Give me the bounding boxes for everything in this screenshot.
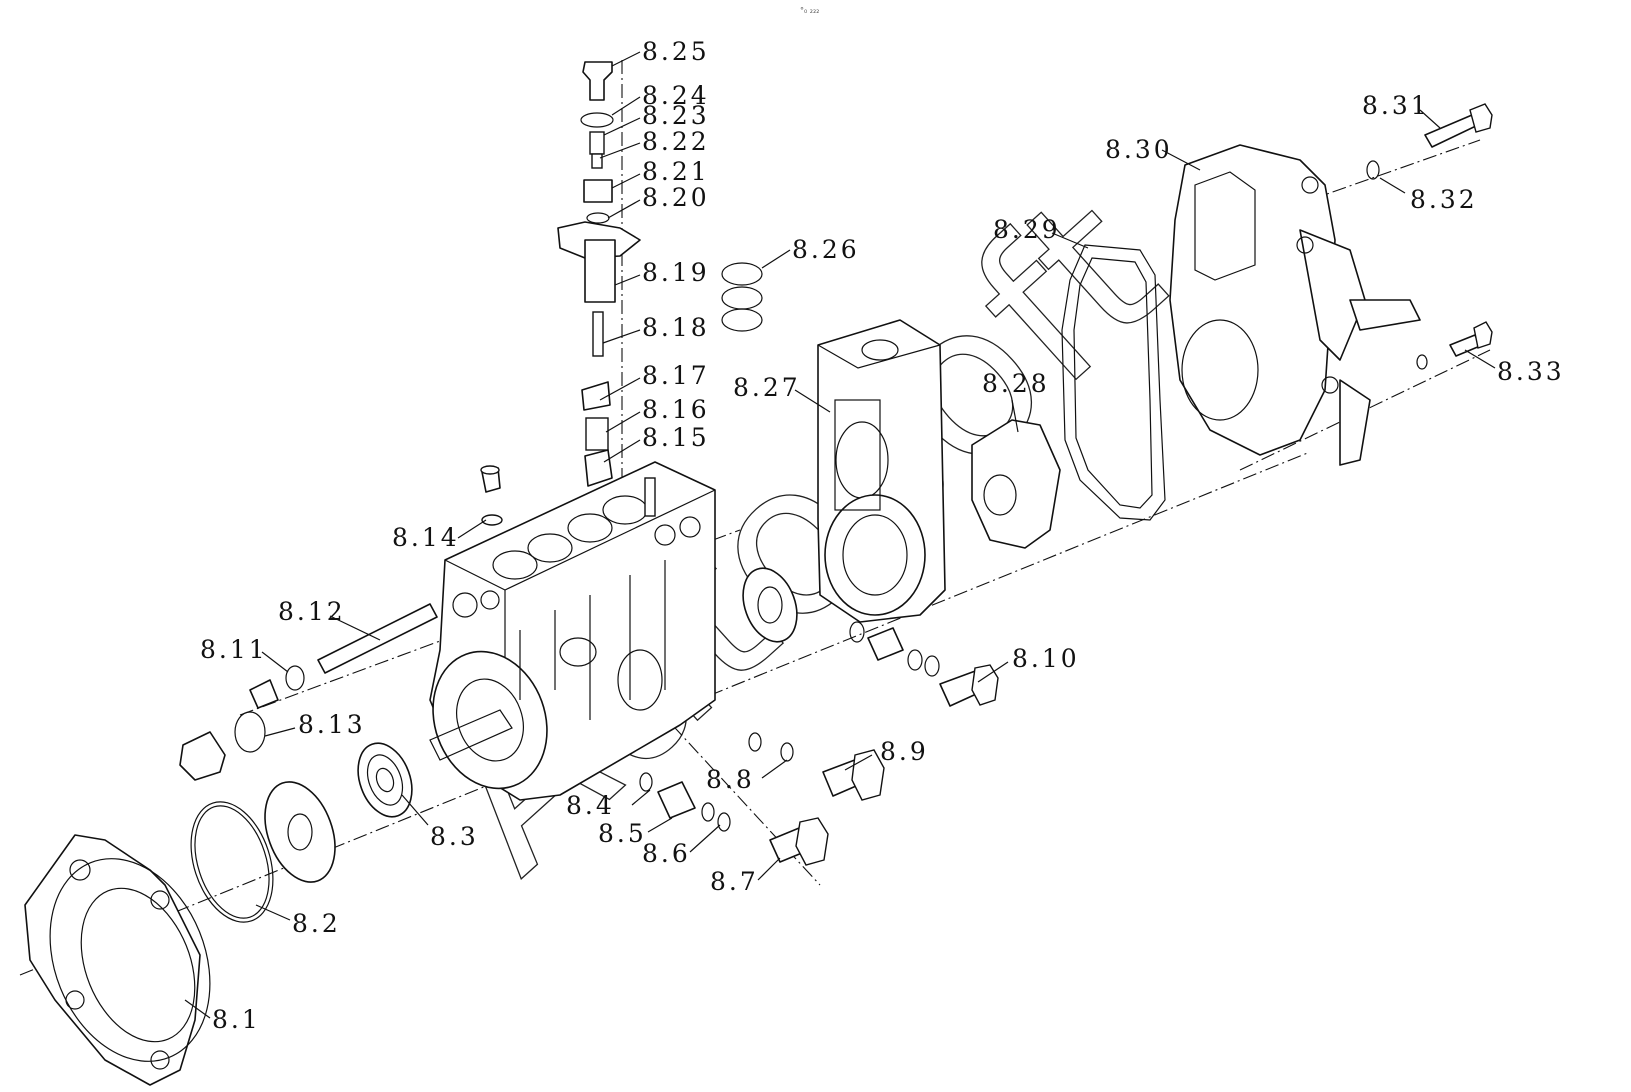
callout-8-31: 8.31 [1362, 91, 1430, 120]
callout-8-8: 8.8 [706, 765, 755, 794]
callout-8-11: 8.11 [200, 635, 268, 664]
callout-8-21: 8.21 [642, 157, 710, 186]
part-drive-flange [264, 781, 336, 883]
part-8-2-oring [190, 801, 274, 923]
callout-8-18: 8.18 [642, 313, 710, 342]
leader-lines [184, 51, 1496, 1019]
callout-8-22: 8.22 [642, 127, 710, 156]
part-8-9-banjo-bolt [748, 732, 885, 801]
callout-8-32: 8.32 [1410, 185, 1478, 214]
part-8-32-washer [1366, 160, 1380, 180]
callout-8-6: 8.6 [642, 839, 691, 868]
callout-8-2: 8.2 [292, 909, 341, 938]
callout-8-9: 8.9 [880, 737, 929, 766]
part-8-31-bolt [1424, 114, 1479, 148]
part-8-29-gasket [1061, 244, 1166, 521]
part-8-14-bleed-screw [480, 465, 503, 526]
part-8-11-plug [249, 665, 305, 709]
part-8-30-governor-cover [1169, 144, 1421, 466]
callout-8-12: 8.12 [278, 597, 346, 626]
callout-8-4: 8.4 [566, 791, 615, 820]
axis-top-right [1309, 139, 1481, 201]
callout-8-10: 8.10 [1012, 644, 1080, 673]
callout-8-1: 8.1 [212, 1005, 261, 1034]
callout-8-7: 8.7 [710, 867, 759, 896]
callout-8-5: 8.5 [598, 819, 647, 848]
part-8-27-governor-housing [817, 319, 946, 623]
header-mark: °₀ ₂₂₂ [800, 6, 820, 15]
callout-8-16: 8.16 [642, 395, 710, 424]
callout-8-17: 8.17 [642, 361, 710, 390]
part-8-26-orings [721, 262, 763, 332]
axis-main [19, 451, 1311, 976]
callout-8-19: 8.19 [642, 258, 710, 287]
callout-8-27: 8.27 [733, 373, 801, 402]
callout-8-28: 8.28 [982, 369, 1050, 398]
callout-8-20: 8.20 [642, 183, 710, 212]
callout-8-26: 8.26 [792, 235, 860, 264]
callout-8-33: 8.33 [1497, 357, 1565, 386]
callout-8-13: 8.13 [298, 710, 366, 739]
callout-8-29: 8.29 [993, 215, 1061, 244]
part-8-28-flyweight-assembly [971, 419, 1061, 549]
callout-8-24: 8.24 [642, 81, 710, 110]
callout-8-25: 8.25 [642, 37, 710, 66]
part-rear-bearing [742, 567, 798, 643]
callout-8-3: 8.3 [430, 822, 479, 851]
pump-main-housing [429, 461, 716, 801]
part-8-4-8-7-fittings [639, 772, 829, 866]
callout-8-30: 8.30 [1105, 135, 1173, 164]
part-8-1-front-cover [24, 834, 211, 1086]
part-8-13-plug-and-seal [179, 711, 266, 781]
callout-8-15: 8.15 [642, 423, 710, 452]
callout-8-14: 8.14 [392, 523, 460, 552]
part-8-10-banjo-bolt [849, 621, 999, 707]
callout-8-23: 8.23 [642, 101, 710, 130]
part-8-3-bearing [357, 742, 413, 818]
delivery-valve-stack [557, 61, 641, 487]
